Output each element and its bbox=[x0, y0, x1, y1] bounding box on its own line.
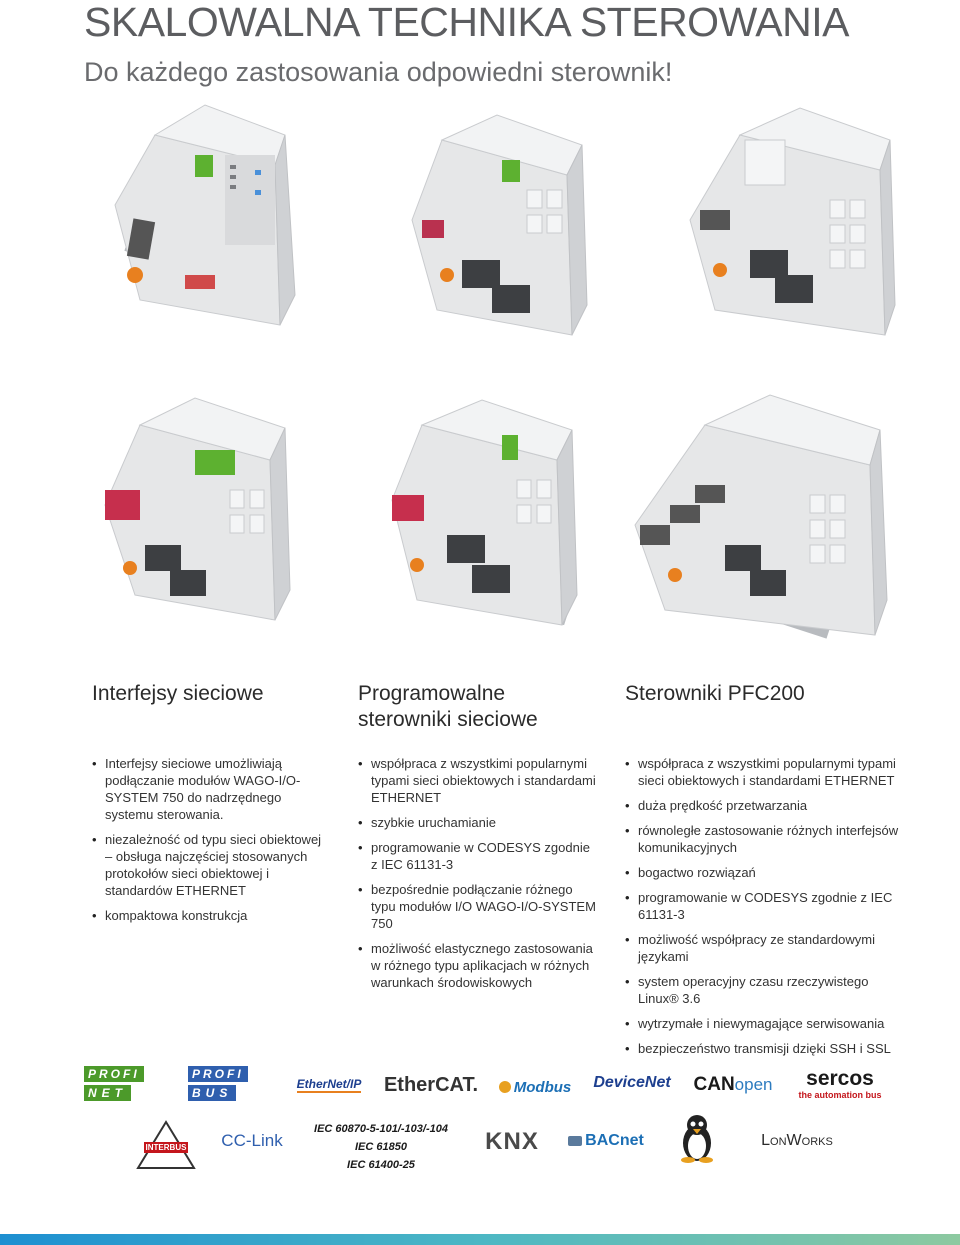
device-image-fieldbus-coupler-top bbox=[114, 104, 296, 326]
column-heading-programmable-controllers: Programowalne sterowniki sieciowe bbox=[358, 682, 538, 731]
bacnet-logo: BACnet bbox=[564, 1126, 648, 1156]
ethercat-logo: EtherCAT. bbox=[383, 1073, 479, 1096]
canopen-logo: CAN open bbox=[693, 1074, 773, 1095]
column-network-interfaces: Interfejsy sieciowe umożliwiają podłącza… bbox=[92, 755, 324, 932]
list-item: bogactwo rozwiązań bbox=[625, 864, 905, 881]
list-item: Interfejsy sieciowe umożliwiają podłącza… bbox=[92, 755, 324, 823]
profibus-logo-top: PROFI bbox=[188, 1065, 248, 1082]
column-heading-network-interfaces: Interfejsy sieciowe bbox=[92, 682, 264, 705]
iec-standard: IEC 61850 bbox=[355, 1141, 407, 1153]
ethernetip-logo: EtherNet/IP bbox=[296, 1077, 362, 1093]
interbus-logo: INTERBUS bbox=[136, 1120, 196, 1170]
device-image-controller-bottom-center bbox=[391, 399, 578, 626]
page-title: SKALOWALNA TECHNIKA STEROWANIA bbox=[84, 0, 849, 45]
list-item: system operacyjny czasu rzeczywistego Li… bbox=[625, 973, 905, 1007]
device-image-controller-bottom-left bbox=[104, 397, 291, 621]
list-item: możliwość elastycznego zastosowania w ró… bbox=[358, 940, 598, 991]
profinet-logo-top: PROFI bbox=[84, 1065, 144, 1082]
list-item: współpraca z wszystkimi popularnymi typa… bbox=[625, 755, 905, 789]
profibus-logo-bottom: BUS bbox=[188, 1084, 237, 1101]
lonworks-logo: LonWorks bbox=[761, 1132, 833, 1149]
list-item: kompaktowa konstrukcja bbox=[92, 907, 324, 924]
device-image-ethernet-controller-top bbox=[411, 114, 588, 336]
profibus-logo: PROFI BUS bbox=[188, 1063, 268, 1103]
list-item: programowanie w CODESYS zgodnie z IEC 61… bbox=[625, 889, 905, 923]
list-item: niezależność od typu sieci obiektowej – … bbox=[92, 831, 324, 899]
profinet-logo: PROFI NET bbox=[84, 1063, 164, 1103]
list-item: współpraca z wszystkimi popularnymi typa… bbox=[358, 755, 598, 806]
page-subtitle: Do każdego zastosowania odpowiedni stero… bbox=[84, 57, 673, 87]
device-image-pfc200-top bbox=[689, 107, 896, 336]
iec-standard: IEC 60870-5-101/-103/-104 bbox=[314, 1123, 448, 1135]
footer-gradient-bar bbox=[0, 1234, 960, 1245]
list-item: bezpieczeństwo transmisji dzięki SSH i S… bbox=[625, 1040, 905, 1057]
list-item: duża prędkość przetwarzania bbox=[625, 797, 905, 814]
knx-logo: KNX bbox=[485, 1128, 539, 1155]
list-item: bezpośrednie podłączanie różnego typu mo… bbox=[358, 881, 598, 932]
column-pfc200: współpraca z wszystkimi popularnymi typa… bbox=[625, 755, 905, 1065]
devicenet-logo: DeviceNet bbox=[593, 1074, 671, 1091]
column-heading-pfc200: Sterowniki PFC200 bbox=[625, 682, 805, 705]
profinet-logo-bottom: NET bbox=[84, 1084, 131, 1101]
modbus-logo: Modbus bbox=[494, 1072, 576, 1102]
list-item: szybkie uruchamianie bbox=[358, 814, 598, 831]
column-programmable-controllers: współpraca z wszystkimi popularnymi typa… bbox=[358, 755, 598, 999]
iec-standards: IEC 60870-5-101/-103/-104 IEC 61850 IEC … bbox=[296, 1120, 466, 1174]
list-item: wytrzymałe i niewymagające serwisowania bbox=[625, 1015, 905, 1032]
list-item: równoległe zastosowanie różnych interfej… bbox=[625, 822, 905, 856]
cclink-logo: CC-Link bbox=[221, 1131, 283, 1150]
list-item: możliwość współpracy ze standardowymi ję… bbox=[625, 931, 905, 965]
iec-standard: IEC 61400-25 bbox=[347, 1159, 415, 1171]
list-item: programowanie w CODESYS zgodnie z IEC 61… bbox=[358, 839, 598, 873]
sercos-logo: sercos the automation bus bbox=[798, 1066, 882, 1100]
interbus-triangle-icon bbox=[136, 1120, 196, 1169]
linux-penguin-icon bbox=[681, 1115, 713, 1163]
device-image-pfc200-bottom bbox=[634, 394, 888, 639]
